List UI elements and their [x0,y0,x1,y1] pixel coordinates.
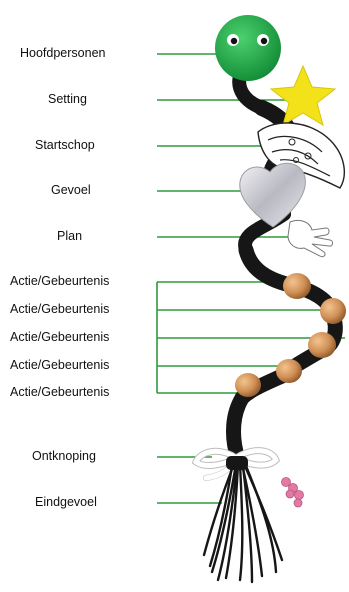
label-plan: Plan [57,229,82,243]
label-eindgevoel: Eindgevoel [35,495,97,509]
label-actie-2: Actie/Gebeurtenis [10,302,109,316]
label-actie-1: Actie/Gebeurtenis [10,274,109,288]
label-gevoel: Gevoel [51,183,91,197]
bead-5 [235,373,261,397]
label-hoofdpersonen: Hoofdpersonen [20,46,105,60]
glove-hand-icon [288,220,333,256]
label-actie-5: Actie/Gebeurtenis [10,385,109,399]
label-actie-4: Actie/Gebeurtenis [10,358,109,372]
bead-2 [320,298,346,324]
wooden-beads [235,273,346,397]
label-setting: Setting [48,92,87,106]
label-ontknoping: Ontknoping [32,449,96,463]
label-actie-3: Actie/Gebeurtenis [10,330,109,344]
green-pompom-icon [215,15,281,81]
bead-3 [308,332,336,358]
bead-4 [276,359,302,383]
pink-beads [282,478,304,508]
heart-icon [240,163,306,227]
label-startschop: Startschop [35,138,95,152]
bead-1 [283,273,311,299]
